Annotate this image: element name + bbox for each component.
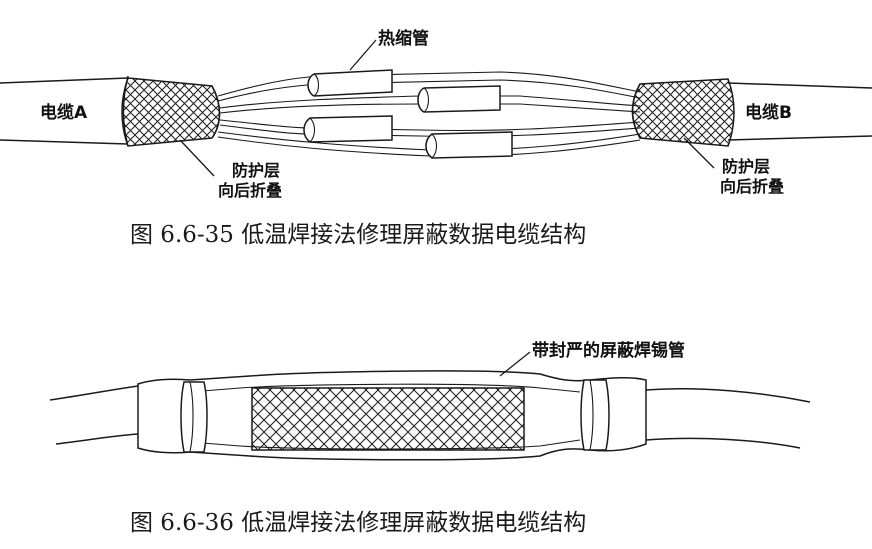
left-seal-ring	[180, 381, 208, 453]
cable-b-jacket	[727, 82, 872, 141]
heat-shrink-sleeve	[307, 69, 393, 97]
figure-1-cable-splice: 热缩管 电缆A 电缆B 防护层 向后折叠 防护层 向后折叠 图 6.6-35 低…	[0, 28, 872, 248]
shield-left-leader	[179, 139, 215, 177]
cable-lines	[49, 385, 811, 449]
heat-shrink-sleeves	[303, 69, 513, 159]
cable-b-folded-shield	[631, 78, 735, 147]
shield-right-label-line2: 向后折叠	[720, 177, 784, 196]
solder-sleeve-leader	[499, 351, 531, 377]
heat-shrink-label: 热缩管	[378, 28, 429, 49]
braided-shield	[251, 387, 525, 451]
solder-sleeve-label: 带封严的屏蔽焊锡管	[532, 340, 685, 361]
shield-left-label-line2: 向后折叠	[218, 181, 282, 200]
figure-2-solder-sleeve: 带封严的屏蔽焊锡管 图 6.6-36 低温焊接法修理屏蔽数据电缆结构	[49, 340, 811, 536]
heat-shrink-sleeve	[417, 85, 501, 113]
heat-shrink-sleeve	[425, 131, 513, 159]
cable-b-label: 电缆B	[745, 102, 792, 123]
heat-shrink-leader	[349, 39, 377, 71]
figure-2-caption: 图 6.6-36 低温焊接法修理屏蔽数据电缆结构	[130, 510, 586, 536]
cable-a-label: 电缆A	[40, 102, 88, 123]
heat-shrink-sleeve	[303, 115, 393, 143]
cable-a-folded-shield	[121, 77, 221, 147]
figure-1-caption: 图 6.6-35 低温焊接法修理屏蔽数据电缆结构	[130, 222, 586, 248]
shield-left-label-line1: 防护层	[232, 161, 280, 180]
right-seal-ring	[580, 379, 610, 451]
shield-right-leader	[683, 137, 715, 169]
shield-right-label-line1: 防护层	[722, 157, 770, 176]
